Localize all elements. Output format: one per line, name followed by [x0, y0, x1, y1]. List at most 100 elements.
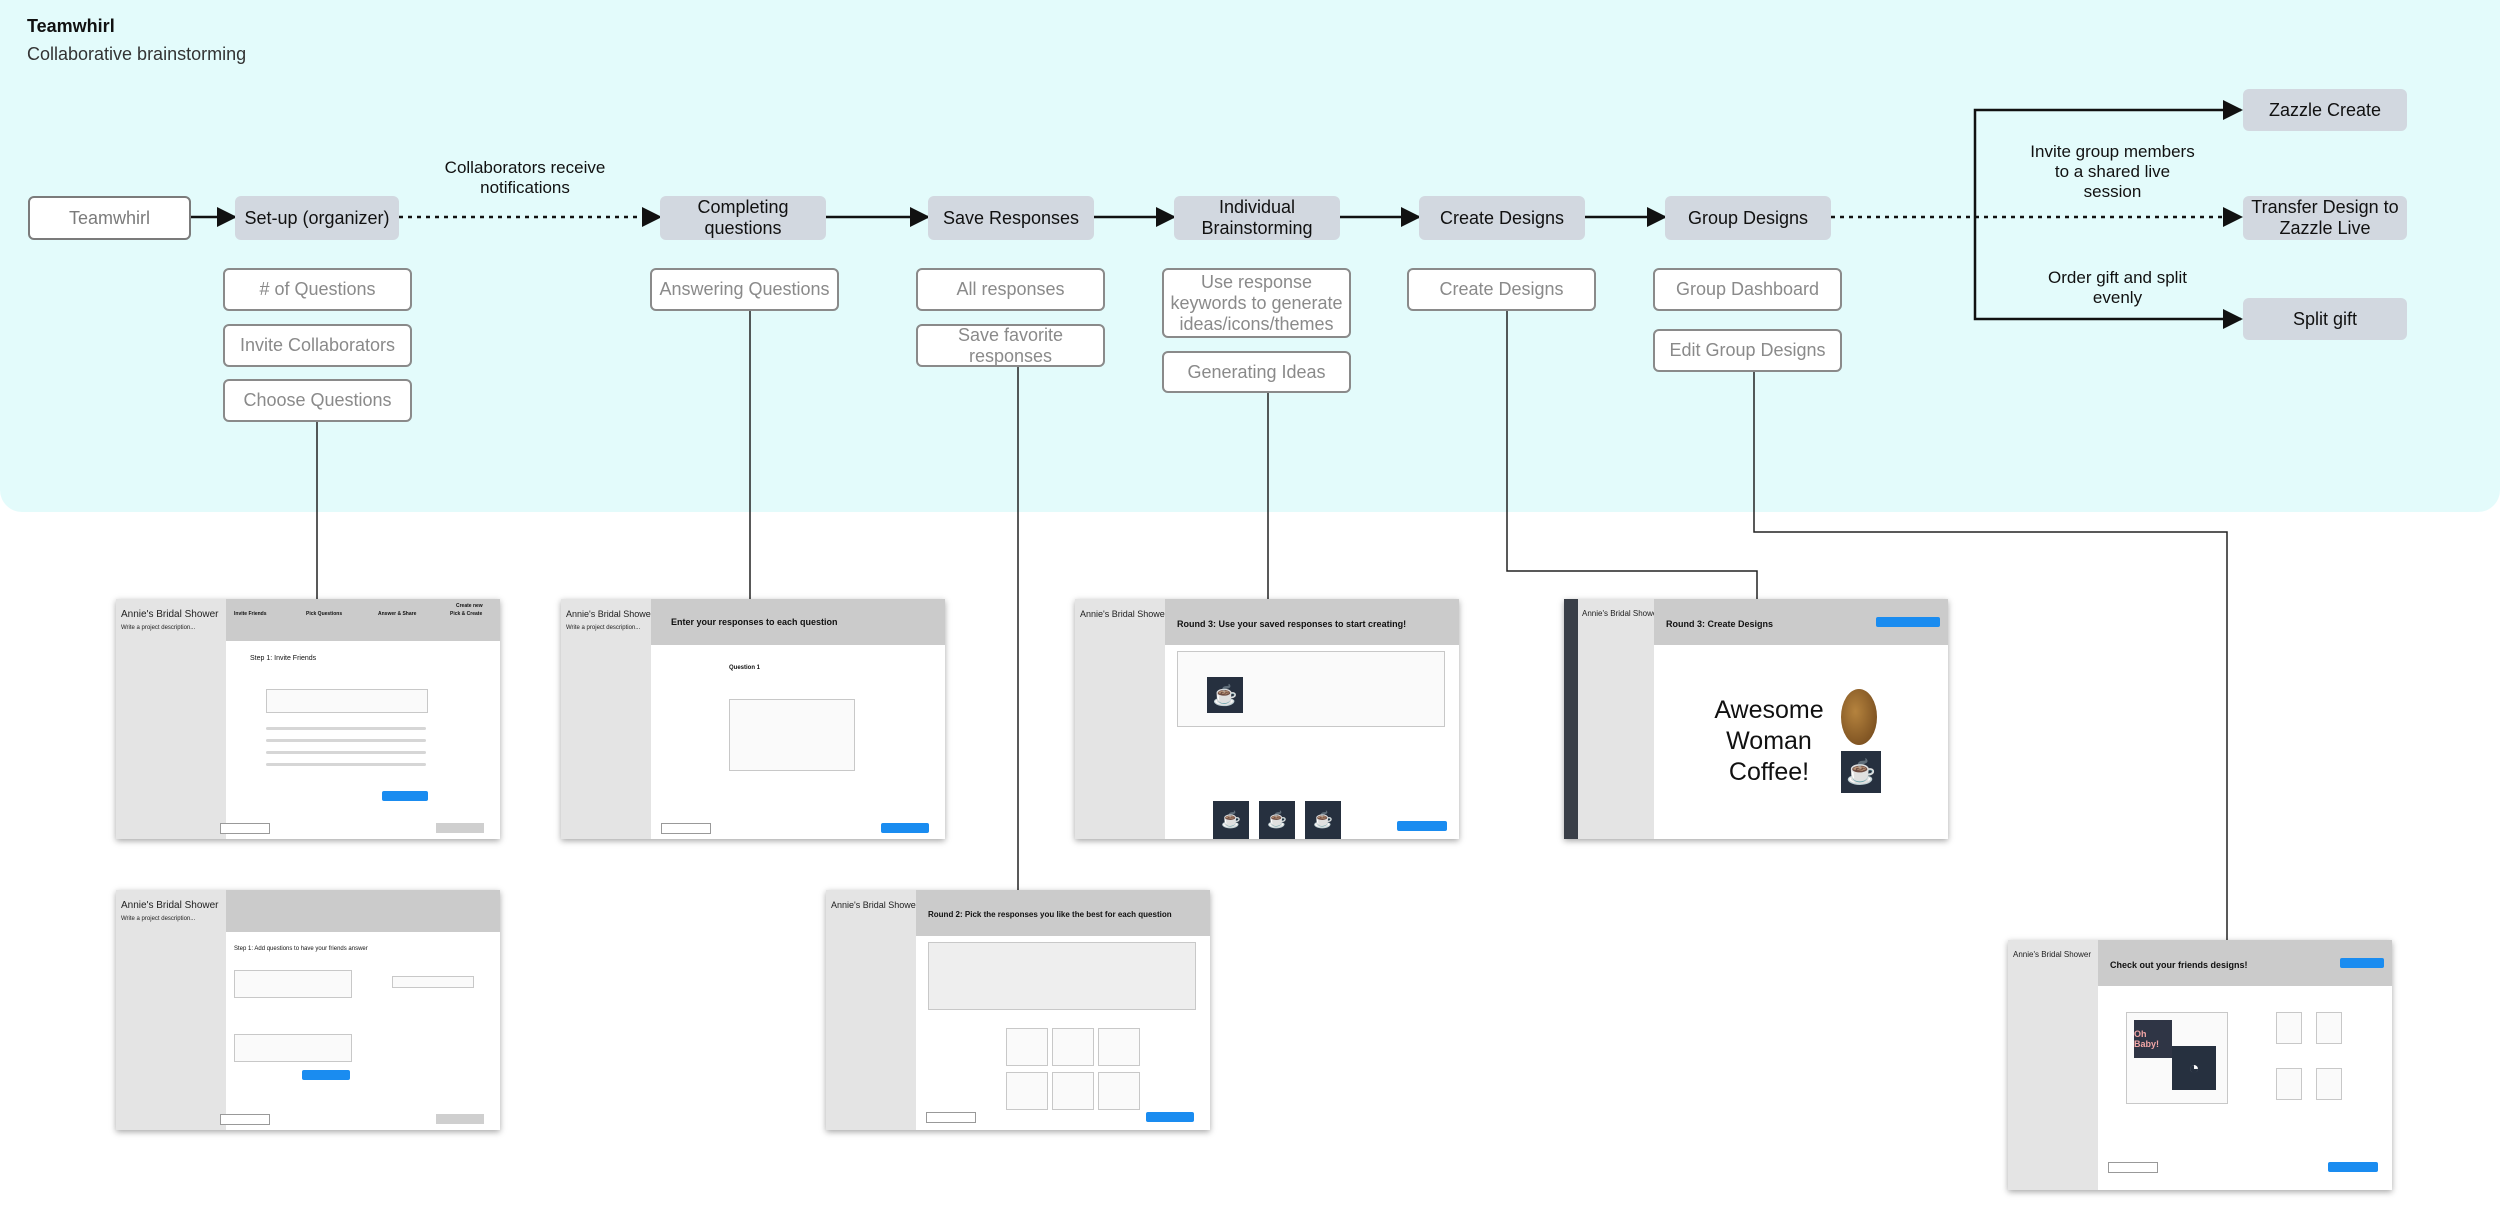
- coffee-idea-icon: ☕: [1213, 801, 1249, 839]
- screen-sidebar: [826, 890, 916, 1130]
- node-group-designs: Group Designs: [1665, 196, 1831, 240]
- sub-use-keywords-label: Use response keywords to generate ideas/…: [1170, 271, 1343, 334]
- steps-bar: [226, 890, 500, 932]
- back-button[interactable]: [2108, 1162, 2158, 1173]
- node-completing-label: Completing questions: [697, 197, 789, 238]
- next-button[interactable]: [1146, 1112, 1194, 1122]
- group-design-thumb[interactable]: [2276, 1068, 2302, 1100]
- screen-sidebar: [1564, 599, 1654, 839]
- sub-edit-group-designs: Edit Group Designs: [1653, 329, 1842, 372]
- response-card[interactable]: [1052, 1028, 1094, 1066]
- next-button[interactable]: [881, 823, 929, 833]
- group-design-thumb[interactable]: [2276, 1012, 2302, 1044]
- screen-heading: Round 2: Pick the responses you like the…: [928, 910, 1172, 919]
- next-button[interactable]: [436, 1114, 484, 1124]
- back-button[interactable]: [220, 1114, 270, 1125]
- save-question-button[interactable]: [302, 1070, 350, 1080]
- screen-app-title: Annie's Bridal Shower: [831, 900, 919, 910]
- screen-app-title: Annie's Bridal Shower: [121, 609, 219, 620]
- node-transfer-design: Transfer Design to Zazzle Live: [2243, 196, 2407, 240]
- sub-num-questions: # of Questions: [223, 268, 412, 311]
- question-2-field[interactable]: [234, 1034, 352, 1062]
- page-subtitle: Collaborative brainstorming: [27, 44, 247, 64]
- node-save-responses-label: Save Responses: [942, 207, 1080, 228]
- response-card[interactable]: [1006, 1072, 1048, 1110]
- screen-friends-designs: Annie's Bridal Shower Check out your fri…: [2008, 940, 2392, 1190]
- edge-branch-zazzle: [1973, 100, 2243, 217]
- back-button[interactable]: [661, 823, 711, 834]
- node-individual-label: Individual Brainstorming: [1201, 197, 1313, 238]
- screen-heading: Check out your friends designs!: [2110, 960, 2248, 970]
- group-design-thumb[interactable]: [2316, 1068, 2342, 1100]
- node-save-responses: Save Responses: [928, 196, 1094, 240]
- screen-sidebar: [116, 890, 226, 1130]
- coffee-idea-icon: ☕: [1259, 801, 1295, 839]
- response-card[interactable]: [1052, 1072, 1094, 1110]
- answer-field[interactable]: [729, 699, 855, 771]
- sub-answering-questions: Answering Questions: [650, 268, 839, 311]
- sub-all-responses-label: All responses: [956, 279, 1065, 299]
- back-button[interactable]: [220, 823, 270, 834]
- sub-generating-ideas: Generating Ideas: [1162, 351, 1351, 393]
- screen-app-title: Annie's Bridal Shower: [121, 900, 219, 911]
- message-field[interactable]: [266, 689, 428, 713]
- sub-edit-group-designs-label: Edit Group Designs: [1669, 340, 1826, 360]
- group-design-thumb[interactable]: [2316, 1012, 2342, 1044]
- node-group-designs-label: Group Designs: [1687, 207, 1809, 228]
- sub-invite-collaborators: Invite Collaborators: [223, 324, 412, 367]
- next-button[interactable]: [436, 823, 484, 833]
- node-setup: Set-up (organizer): [235, 196, 399, 240]
- sub-group-dashboard-label: Group Dashboard: [1675, 279, 1820, 299]
- create-new-link[interactable]: Create new: [456, 603, 483, 609]
- start-creating-button[interactable]: [1397, 821, 1447, 831]
- screen-description: Write a project description...: [566, 625, 641, 631]
- coffee-cup-icon: ☕: [1841, 751, 1881, 793]
- sub-choose-questions-label: Choose Questions: [243, 390, 392, 410]
- node-zazzle-create-label: Zazzle Create: [2268, 99, 2382, 120]
- screen-heading: Step 1: Add questions to have your frien…: [234, 946, 368, 952]
- node-split-gift: Split gift: [2243, 298, 2407, 340]
- step-invite: Invite Friends: [234, 611, 267, 617]
- invite-row: [266, 739, 426, 742]
- screen-add-questions: Annie's Bridal Shower Write a project de…: [116, 890, 500, 1130]
- tool-rail[interactable]: [1564, 599, 1578, 839]
- response-card[interactable]: [1006, 1028, 1048, 1066]
- response-card[interactable]: [1098, 1072, 1140, 1110]
- sub-group-dashboard: Group Dashboard: [1653, 268, 1842, 311]
- question-number: Question 1: [729, 665, 761, 671]
- screen-sidebar: [2008, 940, 2098, 1190]
- theme-search[interactable]: [392, 976, 474, 988]
- screen-round3-saved: Annie's Bridal Shower Round 3: Use your …: [1075, 599, 1459, 839]
- edge-branch-split: [1973, 217, 2243, 329]
- background-band: [0, 0, 2500, 512]
- link-edit-group: [1753, 372, 2228, 940]
- node-create-designs: Create Designs: [1419, 196, 1585, 240]
- node-transfer-design-label: Transfer Design to Zazzle Live: [2251, 197, 2399, 238]
- sub-choose-questions: Choose Questions: [223, 379, 412, 422]
- sub-all-responses: All responses: [916, 268, 1105, 311]
- screen-app-title: Annie's Bridal Shower: [1080, 609, 1168, 619]
- return-group-button[interactable]: [2340, 958, 2384, 968]
- send-invites-button[interactable]: [382, 791, 428, 801]
- screen-app-title: Annie's Bridal Shower: [1582, 609, 1661, 618]
- node-setup-label: Set-up (organizer): [244, 207, 390, 228]
- node-individual: Individual Brainstorming: [1174, 196, 1340, 240]
- screen-sidebar: [116, 599, 226, 839]
- watermelon-design-icon: ◔: [2172, 1046, 2216, 1090]
- question-1-field[interactable]: [234, 970, 352, 998]
- node-create-designs-label: Create Designs: [1439, 207, 1565, 228]
- response-card[interactable]: [1098, 1028, 1140, 1066]
- go-to-gift-button[interactable]: [2328, 1162, 2378, 1172]
- sub-create-designs: Create Designs: [1407, 268, 1596, 311]
- sub-num-questions-label: # of Questions: [259, 279, 376, 299]
- finish-share-button[interactable]: [1876, 617, 1940, 627]
- screen-invite-friends: Annie's Bridal Shower Write a project de…: [116, 599, 500, 839]
- oh-baby-text: Oh Baby!: [2134, 1029, 2160, 1049]
- sub-invite-collaborators-label: Invite Collaborators: [239, 335, 396, 355]
- screen-round2-pick: Annie's Bridal Shower Round 2: Pick the …: [826, 890, 1210, 1130]
- screen-app-title: Annie's Bridal Shower: [2013, 950, 2092, 959]
- step-create: Pick & Create: [450, 611, 483, 617]
- back-button[interactable]: [926, 1112, 976, 1123]
- invite-row: [266, 727, 426, 730]
